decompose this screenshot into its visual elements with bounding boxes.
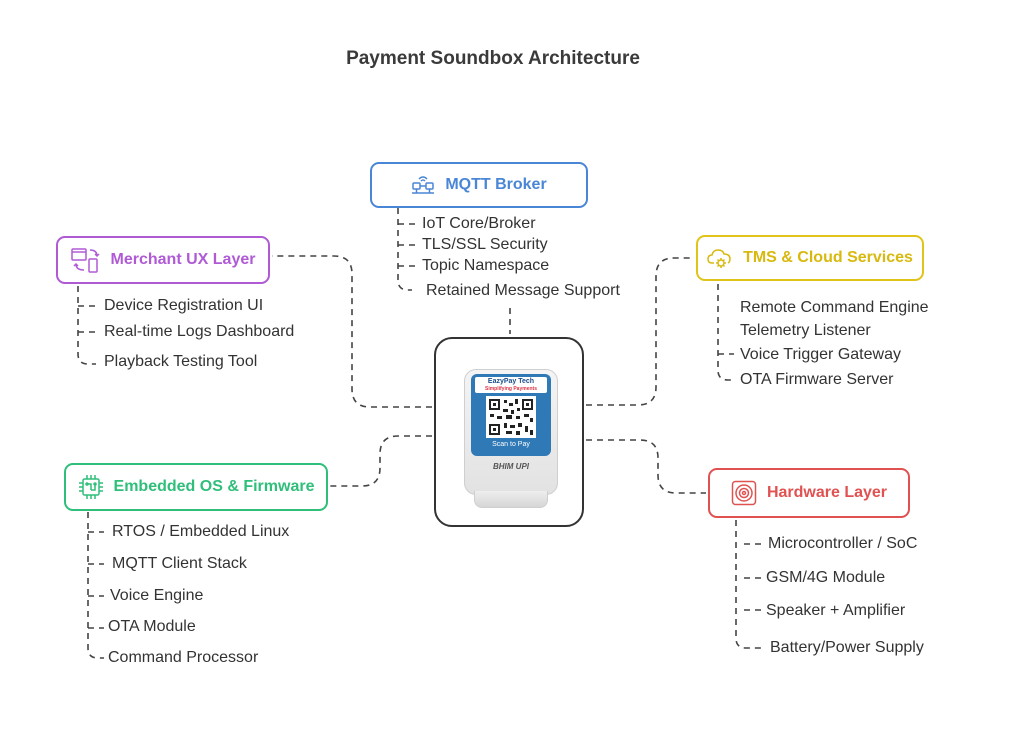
- connector-device-embedded: [330, 435, 432, 487]
- hardware-branch: [735, 520, 764, 649]
- hardware-item: Microcontroller / SoC: [768, 535, 918, 552]
- device-brand-name: EazyPay Tech: [487, 378, 535, 385]
- connector-device-tms: [586, 257, 694, 406]
- mqtt-broker-node[interactable]: MQTT Broker: [370, 162, 588, 208]
- soundbox-stand: [474, 491, 548, 508]
- qr-code-icon: [486, 396, 536, 438]
- speaker-icon: [731, 480, 757, 506]
- embedded-item: Command Processor: [108, 649, 259, 666]
- merchant-branch: [77, 286, 96, 365]
- merchant-item: Playback Testing Tool: [104, 353, 258, 370]
- cloud-gear-icon: [707, 249, 731, 268]
- embedded-os-node[interactable]: Embedded OS & Firmware: [64, 463, 328, 511]
- chip-icon: [78, 475, 103, 499]
- device-brand: EazyPay Tech Simplifying Payments: [475, 377, 547, 393]
- embedded-item: MQTT Client Stack: [112, 555, 247, 572]
- tms-cloud-label: TMS & Cloud Services: [743, 249, 913, 266]
- hardware-item: GSM/4G Module: [766, 569, 886, 586]
- tms-branch: [717, 284, 734, 381]
- merchant-item: Real-time Logs Dashboard: [104, 323, 295, 340]
- scan-to-pay-label: Scan to Pay: [492, 441, 530, 448]
- network-icon: [412, 176, 435, 194]
- page-title: Payment Soundbox Architecture: [346, 48, 640, 69]
- tms-cloud-node[interactable]: TMS & Cloud Services: [696, 235, 924, 281]
- mqtt-item: Retained Message Support: [426, 282, 620, 299]
- embedded-item: Voice Engine: [110, 587, 204, 604]
- embedded-branch: [87, 512, 104, 659]
- connector-device-merchant: [272, 255, 432, 408]
- hardware-item: Battery/Power Supply: [770, 639, 924, 656]
- mqtt-item: TLS/SSL Security: [422, 236, 548, 253]
- embedded-item: RTOS / Embedded Linux: [112, 523, 290, 540]
- upi-logo: BHIM UPI: [493, 462, 529, 471]
- merchant-ux-node[interactable]: Merchant UX Layer: [56, 236, 270, 284]
- hardware-layer-label: Hardware Layer: [766, 484, 888, 501]
- mqtt-branch: [397, 208, 416, 291]
- hardware-layer-node[interactable]: Hardware Layer: [708, 468, 910, 518]
- soundbox-qr-panel: EazyPay Tech Simplifying Payments: [471, 374, 551, 456]
- soundbox-body: EazyPay Tech Simplifying Payments: [464, 369, 558, 495]
- merchant-ux-label: Merchant UX Layer: [110, 251, 256, 268]
- device-tagline: Simplifying Payments: [485, 386, 537, 392]
- mqtt-item: IoT Core/Broker: [422, 215, 536, 232]
- mqtt-broker-label: MQTT Broker: [445, 176, 547, 193]
- tms-item: Telemetry Listener: [740, 322, 871, 339]
- hardware-item: Speaker + Amplifier: [766, 602, 906, 619]
- embedded-item: OTA Module: [108, 618, 196, 635]
- tms-item: OTA Firmware Server: [740, 371, 894, 388]
- tms-item: Remote Command Engine: [740, 299, 929, 316]
- devices-sync-icon: [70, 248, 100, 273]
- soundbox-device: EazyPay Tech Simplifying Payments: [434, 337, 584, 527]
- connector-device-hardware: [586, 439, 706, 494]
- merchant-item: Device Registration UI: [104, 297, 264, 314]
- tms-item: Voice Trigger Gateway: [740, 346, 901, 363]
- embedded-os-label: Embedded OS & Firmware: [113, 478, 315, 495]
- mqtt-item: Topic Namespace: [422, 257, 550, 274]
